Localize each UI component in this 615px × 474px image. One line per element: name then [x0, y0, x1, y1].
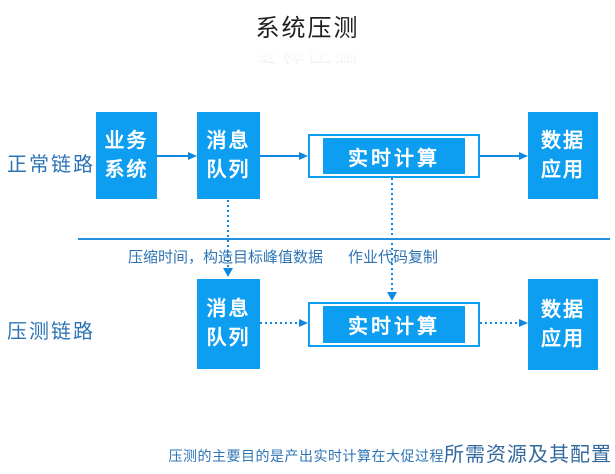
bottom-caption: 压测的主要目的是产出实时计算在大促过程 所需资源及其配置 — [169, 438, 613, 467]
node-data-application-top: 数据 应用 — [528, 112, 598, 199]
arrow-business-to-mq-head — [188, 152, 197, 160]
annotation-compress-time: 压缩时间，构造目标峰值数据 — [128, 249, 324, 266]
dotted-mq-to-rt-line — [260, 322, 299, 324]
caption-large-text: 所需资源及其配置 — [444, 444, 612, 466]
page-title: 系统压测 — [255, 15, 360, 42]
node-data-top-line1: 数据 — [541, 129, 585, 152]
node-realtime-compute-top-label: 实时计算 — [323, 138, 465, 174]
node-mq-bottom-line2: 队列 — [206, 327, 251, 349]
arrow-rt-to-data-line — [480, 155, 519, 157]
lane-label-stress: 压测链路 — [7, 321, 95, 343]
dotted-rt-to-rt-head — [387, 292, 397, 301]
node-mq-top-line2: 队列 — [206, 158, 251, 181]
annotation-code-copy: 作业代码复制 — [348, 249, 439, 266]
lane-label-normal: 正常链路 — [7, 154, 95, 176]
caption-small-text: 压测的主要目的是产出实时计算在大促过程 — [168, 448, 444, 464]
arrow-rt-to-data-head — [519, 152, 528, 160]
dotted-mq-to-rt-head — [299, 319, 308, 327]
node-mq-bottom-line1: 消息 — [206, 298, 251, 320]
lane-divider — [78, 238, 610, 240]
node-business-line1: 业务 — [104, 129, 149, 152]
node-realtime-compute-top: 实时计算 — [308, 134, 480, 178]
dotted-mq-to-mq-head — [223, 268, 233, 277]
node-data-bottom-line2: 应用 — [541, 327, 585, 350]
node-business-system: 业务 系统 — [96, 112, 157, 199]
node-realtime-compute-bottom: 实时计算 — [308, 302, 480, 347]
arrow-mq-to-rt-head — [299, 152, 308, 160]
arrow-mq-to-rt-line — [260, 155, 299, 157]
arrow-business-to-mq-line — [157, 155, 189, 157]
node-data-bottom-line1: 数据 — [541, 298, 585, 321]
node-mq-top-line1: 消息 — [206, 129, 251, 152]
dotted-rt-to-data-head — [519, 319, 528, 327]
dotted-mq-to-mq-line — [227, 200, 229, 268]
node-realtime-compute-bottom-label: 实时计算 — [323, 306, 465, 343]
node-data-application-bottom: 数据 应用 — [528, 279, 598, 370]
dotted-rt-to-rt-line — [391, 178, 393, 292]
node-data-top-line2: 应用 — [541, 158, 585, 181]
node-message-queue-bottom: 消息 队列 — [197, 279, 260, 369]
dotted-rt-to-data-line — [480, 322, 519, 324]
node-message-queue-top: 消息 队列 — [197, 112, 260, 199]
node-business-line2: 系统 — [104, 158, 149, 181]
